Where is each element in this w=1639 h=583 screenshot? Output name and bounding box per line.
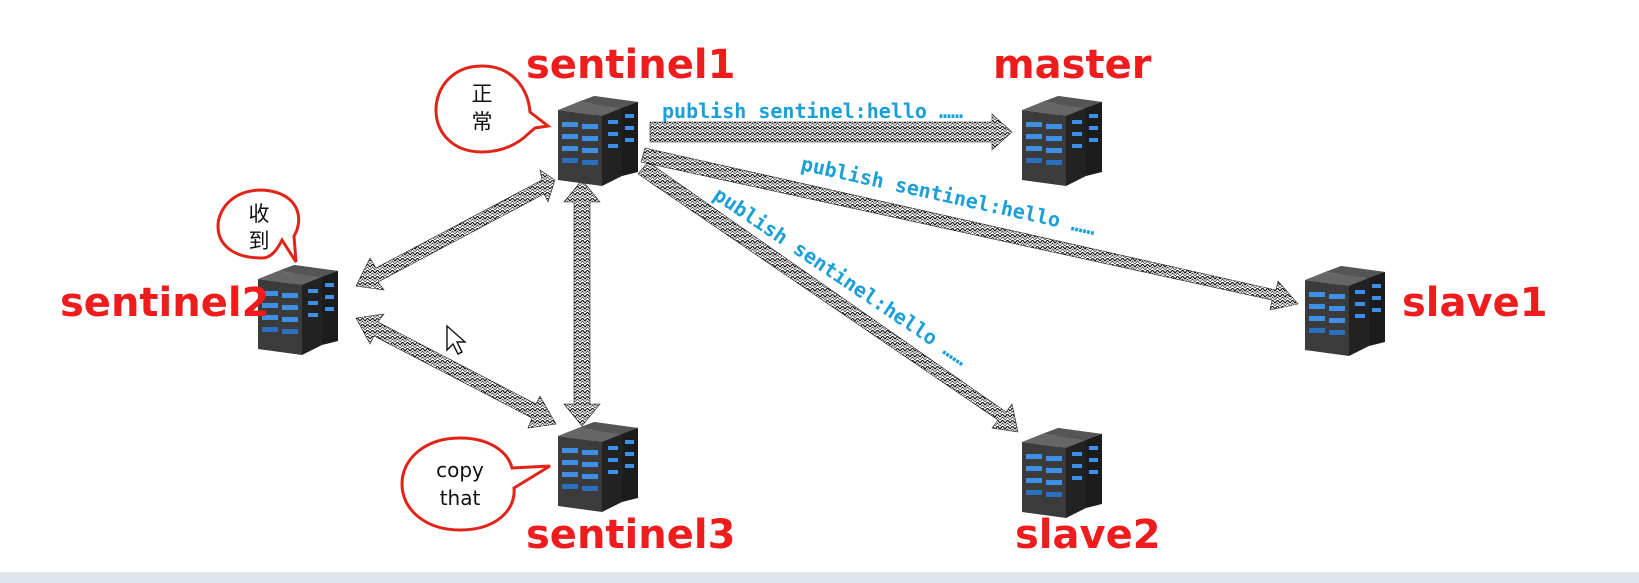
server-sentinel1-icon (558, 96, 638, 186)
arrows (355, 113, 1299, 433)
server-slave2-icon (1022, 428, 1102, 518)
message-to-master: publish sentinel:hello …… (662, 99, 963, 123)
label-master: master (993, 42, 1152, 88)
server-sentinel2-icon (258, 265, 338, 355)
arrow-sentinel1-slave1 (640, 147, 1299, 311)
bubble-sentinel3-line2: that (440, 486, 481, 510)
label-sentinel2: sentinel2 (60, 280, 269, 326)
arrow-sentinel2-sentinel3 (355, 313, 557, 429)
label-sentinel3: sentinel3 (526, 512, 735, 558)
bubble-sentinel2: 收 到 (216, 188, 301, 263)
arrow-sentinel1-sentinel2 (355, 169, 556, 291)
mouse-cursor-icon (446, 324, 467, 355)
label-slave1: slave1 (1402, 280, 1548, 326)
arrow-sentinel1-sentinel3 (563, 179, 601, 427)
server-master-icon (1022, 96, 1102, 186)
arrow-sentinel1-master (649, 113, 1013, 151)
arrow-sentinel1-slave2 (637, 161, 1019, 433)
bubble-sentinel1-line1: 正 (472, 82, 493, 106)
message-to-slave2: publish sentinel:hello …… (709, 182, 972, 370)
bubble-sentinel1-line2: 常 (472, 110, 493, 134)
bubble-sentinel1: 正 常 (434, 64, 552, 154)
server-sentinel3-icon (558, 422, 638, 512)
bubble-sentinel3-line1: copy (436, 458, 484, 482)
bubble-sentinel2-line1: 收 (249, 202, 270, 226)
bubble-sentinel3: copy that (400, 436, 551, 532)
server-slave1-icon (1305, 266, 1385, 356)
label-sentinel1: sentinel1 (526, 42, 735, 88)
label-slave2: slave2 (1015, 512, 1161, 558)
bottom-bar (0, 572, 1639, 583)
bubble-sentinel2-line2: 到 (249, 229, 270, 253)
